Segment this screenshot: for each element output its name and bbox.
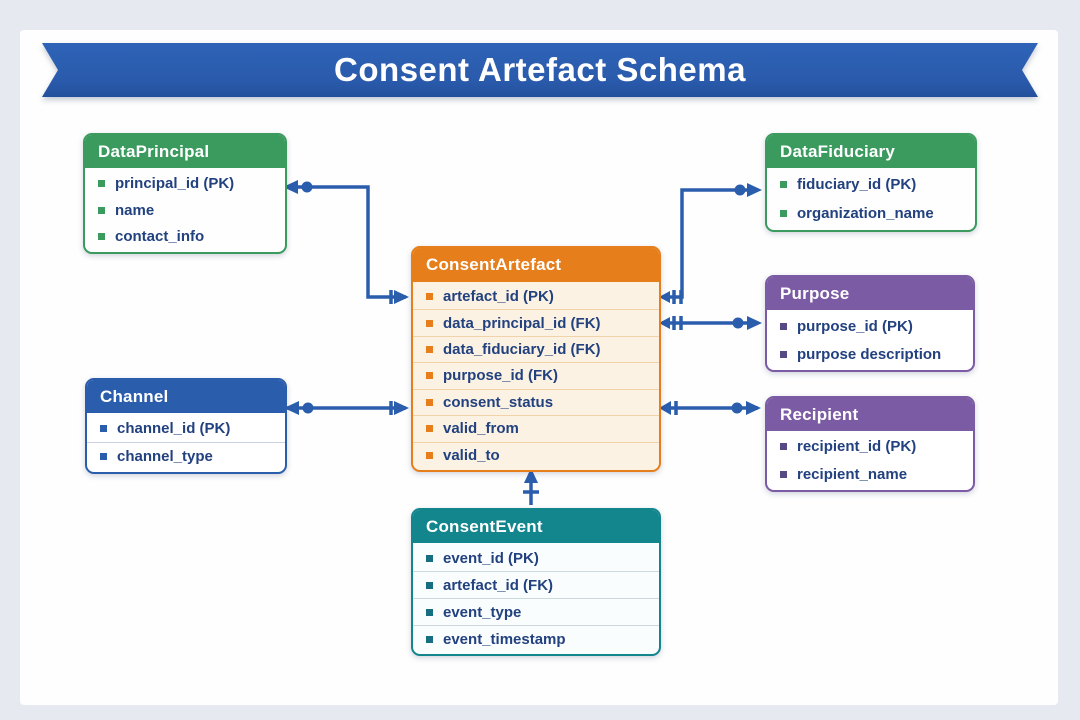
- field-row: channel_id (PK): [87, 415, 285, 443]
- entity-dataprincipal: DataPrincipal principal_id (PK) name con…: [83, 133, 287, 254]
- bullet-icon: [426, 635, 433, 643]
- page-title: Consent Artefact Schema: [334, 51, 746, 88]
- field-row: purpose_id (PK): [767, 312, 973, 340]
- bullet-icon: [98, 206, 105, 214]
- ribbon-shape: Consent Artefact Schema: [42, 43, 1038, 97]
- bullet-icon: [780, 322, 787, 330]
- field-label: purpose description: [797, 345, 942, 363]
- field-row: data_fiduciary_id (FK): [413, 337, 659, 364]
- field-label: data_principal_id (FK): [443, 314, 601, 332]
- field-label: recipient_name: [797, 465, 908, 483]
- field-label: artefact_id (FK): [443, 576, 554, 594]
- field-row: valid_from: [413, 416, 659, 443]
- entity-purpose: Purpose purpose_id (PK) purpose descript…: [765, 275, 975, 372]
- bullet-icon: [100, 453, 107, 460]
- field-row: artefact_id (FK): [413, 572, 659, 599]
- field-row: event_timestamp: [413, 626, 659, 652]
- title-banner: Consent Artefact Schema: [42, 43, 1038, 97]
- entity-datafiduciary: DataFiduciary fiduciary_id (PK) organiza…: [765, 133, 977, 232]
- entity-channel-title: Channel: [87, 380, 285, 413]
- bullet-icon: [426, 293, 433, 301]
- bullet-icon: [426, 319, 433, 327]
- field-row: organization_name: [767, 199, 975, 228]
- field-label: valid_from: [443, 420, 519, 438]
- field-row: fiduciary_id (PK): [767, 170, 975, 199]
- field-label: fiduciary_id (PK): [797, 176, 917, 193]
- field-label: organization_name: [797, 205, 934, 222]
- entity-recipient: Recipient recipient_id (PK) recipient_na…: [765, 396, 975, 492]
- field-label: event_type: [443, 603, 522, 621]
- bullet-icon: [780, 470, 787, 478]
- field-row: consent_status: [413, 390, 659, 417]
- bullet-icon: [100, 425, 107, 432]
- field-row: event_type: [413, 599, 659, 626]
- field-row: contact_info: [85, 223, 285, 250]
- bullet-icon: [426, 346, 433, 354]
- entity-consentevent: ConsentEvent event_id (PK) artefact_id (…: [411, 508, 661, 656]
- bullet-icon: [98, 179, 105, 187]
- field-label: purpose_id (FK): [443, 367, 558, 385]
- entity-consentartefact: ConsentArtefact artefact_id (PK) data_pr…: [411, 246, 661, 472]
- bullet-icon: [426, 608, 433, 616]
- field-label: data_fiduciary_id (FK): [443, 341, 601, 359]
- field-row: purpose_id (FK): [413, 363, 659, 390]
- field-label: consent_status: [443, 393, 554, 411]
- field-row: data_principal_id (FK): [413, 310, 659, 337]
- entity-dataprincipal-title: DataPrincipal: [85, 135, 285, 168]
- bullet-icon: [780, 443, 787, 451]
- field-label: purpose_id (PK): [797, 317, 913, 335]
- entity-datafiduciary-title: DataFiduciary: [767, 135, 975, 168]
- bullet-icon: [780, 350, 787, 358]
- bullet-icon: [780, 181, 787, 188]
- field-row: principal_id (PK): [85, 170, 285, 197]
- field-label: event_timestamp: [443, 630, 566, 648]
- entity-consentevent-title: ConsentEvent: [413, 510, 659, 543]
- field-row: purpose description: [767, 340, 973, 368]
- field-row: event_id (PK): [413, 545, 659, 572]
- bullet-icon: [426, 398, 433, 406]
- field-label: name: [115, 201, 155, 219]
- field-label: artefact_id (PK): [443, 288, 554, 306]
- bullet-icon: [426, 581, 433, 589]
- entity-consentartefact-title: ConsentArtefact: [413, 248, 659, 282]
- bullet-icon: [780, 210, 787, 217]
- field-row: channel_type: [87, 443, 285, 470]
- field-label: contact_info: [115, 228, 205, 246]
- bullet-icon: [426, 451, 433, 459]
- bullet-icon: [426, 554, 433, 562]
- field-row: artefact_id (PK): [413, 284, 659, 311]
- field-label: principal_id (PK): [115, 174, 235, 192]
- entity-channel: Channel channel_id (PK) channel_type: [85, 378, 287, 474]
- field-row: valid_to: [413, 443, 659, 468]
- entity-recipient-title: Recipient: [767, 398, 973, 431]
- field-label: event_id (PK): [443, 549, 539, 567]
- bullet-icon: [426, 425, 433, 433]
- field-row: recipient_name: [767, 461, 973, 489]
- bullet-icon: [98, 233, 105, 241]
- field-label: recipient_id (PK): [797, 438, 917, 456]
- field-label: channel_type: [117, 448, 213, 465]
- bullet-icon: [426, 372, 433, 380]
- field-label: channel_id (PK): [117, 420, 231, 437]
- field-label: valid_to: [443, 446, 500, 464]
- entity-purpose-title: Purpose: [767, 277, 973, 310]
- field-row: recipient_id (PK): [767, 433, 973, 461]
- field-row: name: [85, 197, 285, 224]
